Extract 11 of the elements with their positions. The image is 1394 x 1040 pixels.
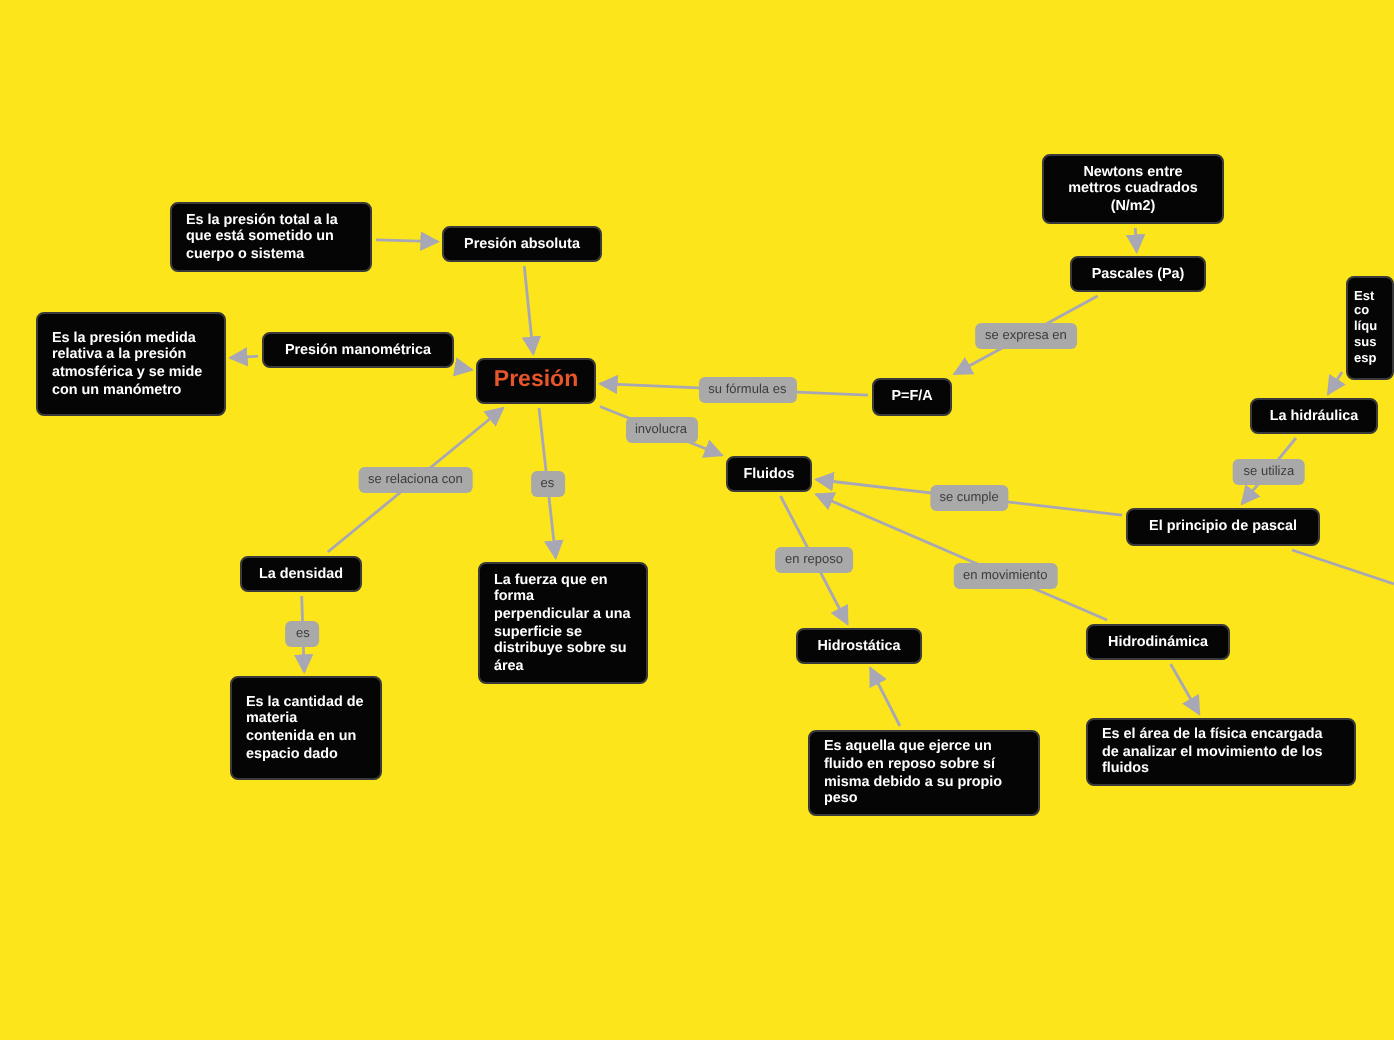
arrow bbox=[293, 595, 314, 674]
arrow bbox=[228, 347, 259, 367]
arrow bbox=[452, 357, 474, 377]
arrow bbox=[521, 265, 542, 356]
arrow bbox=[1169, 663, 1201, 716]
arrow bbox=[537, 407, 564, 560]
arrow bbox=[1125, 227, 1146, 254]
arrow bbox=[869, 666, 902, 727]
concept-box: Presión bbox=[476, 358, 596, 404]
arrow bbox=[1326, 371, 1346, 396]
arrow bbox=[375, 231, 440, 251]
